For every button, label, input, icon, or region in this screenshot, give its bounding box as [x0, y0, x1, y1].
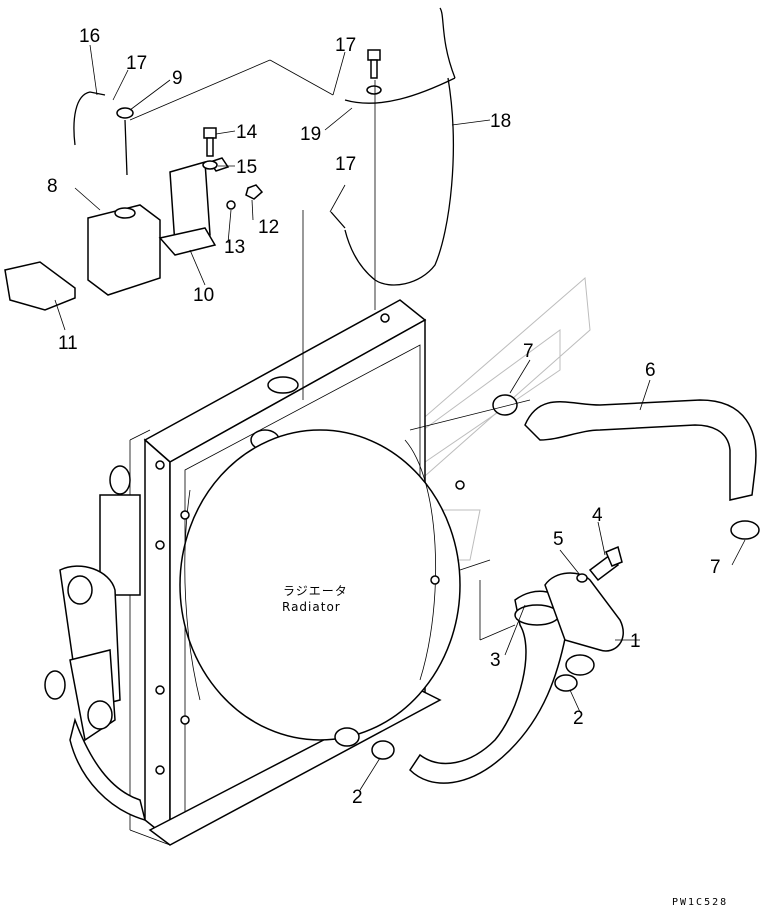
tank-bracket — [4, 261, 76, 311]
callout-4: 4 — [592, 505, 603, 526]
callout-17: 17 — [126, 53, 147, 74]
connector-hose — [544, 572, 624, 692]
callout-7: 7 — [523, 341, 534, 362]
reservoir-tank — [87, 204, 161, 296]
callout-2: 2 — [352, 787, 363, 808]
callout-14: 14 — [236, 122, 258, 143]
callout-13: 13 — [224, 237, 245, 258]
drawing-code: PW1C528 — [672, 897, 728, 908]
radiator-assembly — [44, 299, 465, 846]
callout-17: 17 — [335, 154, 356, 175]
callout-19: 19 — [300, 124, 321, 145]
callout-2: 2 — [573, 708, 584, 729]
callout-15: 15 — [236, 157, 257, 178]
upper-hose — [492, 394, 760, 540]
callout-17: 17 — [335, 35, 356, 56]
callout-11: 11 — [58, 333, 78, 354]
bolt-and-washer — [576, 545, 623, 583]
mounting-bracket — [158, 157, 236, 256]
callout-7: 7 — [710, 557, 721, 578]
radiator-label-jp: ラジエータ — [283, 584, 348, 598]
overflow-tube — [73, 7, 456, 286]
callout-10: 10 — [193, 285, 214, 306]
callout-18: 18 — [490, 111, 511, 132]
callout-8: 8 — [47, 176, 58, 197]
callout-9: 9 — [172, 68, 183, 89]
callout-5: 5 — [553, 529, 564, 550]
radiator-label-en: Radiator — [282, 600, 341, 614]
callout-3: 3 — [490, 650, 501, 671]
callout-6: 6 — [645, 360, 656, 381]
callout-1: 1 — [630, 631, 641, 652]
leader-lines — [54, 44, 746, 791]
callout-12: 12 — [258, 217, 279, 238]
callout-16: 16 — [79, 26, 100, 47]
hose-clamp — [334, 727, 395, 760]
bolt-washer-nut — [202, 49, 382, 200]
